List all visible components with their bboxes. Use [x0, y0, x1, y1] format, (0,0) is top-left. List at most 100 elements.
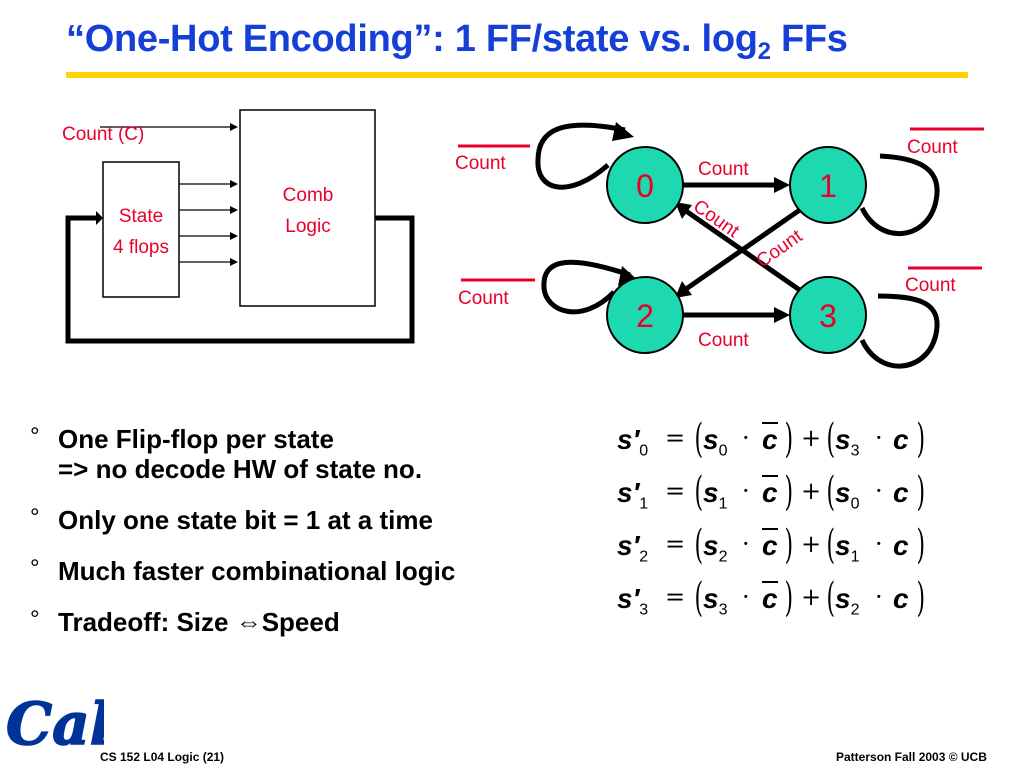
eq-term-a: s0 [703, 424, 728, 460]
self-loop-2 [541, 259, 631, 315]
eq-paren: ( [826, 522, 836, 568]
eq-plus: + [801, 424, 822, 452]
eq-lhs: s′0 [617, 424, 649, 460]
eq-paren: ( [826, 575, 836, 621]
flops-label: 4 flops [113, 237, 169, 258]
bullet-mark: ° [30, 555, 40, 582]
eq-c: c [762, 424, 778, 455]
eq-equals: = [665, 530, 686, 558]
feedback-arrowhead [96, 211, 103, 225]
bullet-text: One Flip-flop per state [58, 424, 334, 454]
state-2-circle [606, 276, 684, 354]
eq-dot: · [875, 583, 883, 611]
eq-c: c [893, 530, 909, 561]
feedback-path [65, 215, 415, 344]
eq-term-b: s3 [835, 424, 860, 460]
slide-title: “One-Hot Encoding”: 1 FF/state vs. log2 … [66, 18, 848, 65]
eq-term-a: s1 [703, 477, 728, 513]
eq-term-b: s1 [835, 530, 860, 566]
edge-3-0 [684, 208, 806, 296]
comb-label: Comb [283, 185, 334, 206]
eq-plus: + [801, 477, 822, 505]
eq-paren: ) [784, 522, 794, 568]
eq-paren: ) [916, 575, 926, 621]
eq-c: c [893, 583, 909, 614]
edge-3-0-arrowhead [675, 202, 692, 219]
label-edge-0-1: Count [698, 159, 749, 180]
eq-c: c [893, 424, 909, 455]
eq-not-bar [762, 422, 778, 424]
edge-2-3-arrowhead [774, 307, 790, 323]
eq-term-a: s2 [703, 530, 728, 566]
edge-1-2 [684, 204, 806, 292]
state-3-label: 3 [819, 298, 837, 334]
footer-course: CS 152 L04 Logic (21) [100, 750, 225, 764]
eq-not-bar [762, 475, 778, 477]
eq-paren: ( [694, 416, 704, 462]
eq-dot: · [875, 424, 883, 452]
eq-c: c [762, 477, 778, 508]
eq-c: c [893, 477, 909, 508]
eq-not-bar [762, 528, 778, 530]
bullet-item: ° Tradeoff: Size ⇔Speed [30, 606, 455, 637]
eq-term-b: s0 [835, 477, 860, 513]
eq-not-bar [762, 581, 778, 583]
label-self-3: Count [905, 275, 956, 296]
comb-logic-box [239, 109, 376, 307]
logic-label: Logic [285, 216, 330, 237]
eq-dot: · [742, 424, 750, 452]
edge-0-1-arrowhead [774, 177, 790, 193]
eq-equals: = [665, 424, 686, 452]
eq-c: c [762, 530, 778, 561]
eq-dot: · [875, 477, 883, 505]
label-self-1: Count [907, 137, 958, 158]
eq-plus: + [801, 583, 822, 611]
state-3-circle [789, 276, 867, 354]
eq-paren: ) [784, 575, 794, 621]
title-underline [66, 72, 968, 78]
bullet-item: °One Flip-flop per state=> no decode HW … [30, 423, 455, 484]
edge-1-2-arrowhead [675, 281, 692, 298]
loop-arrowhead-0 [612, 122, 634, 141]
state-2-label: 2 [636, 298, 654, 334]
count-input-label: Count (C) [62, 124, 144, 145]
eq-paren: ) [784, 416, 794, 462]
bullet-text: Much faster combinational logic [58, 556, 456, 586]
bullet-text: Only one state bit = 1 at a time [58, 505, 433, 535]
state-0-label: 0 [636, 168, 654, 204]
state-label: State [119, 206, 163, 227]
eq-plus: + [801, 530, 822, 558]
eq-lhs: s′3 [617, 583, 649, 619]
eq-dot: · [875, 530, 883, 558]
svg-text:Cal: Cal [6, 690, 104, 754]
eq-equals: = [665, 583, 686, 611]
bullet-item: ° Only one state bit = 1 at a time [30, 504, 455, 535]
eq-paren: ( [826, 469, 836, 515]
eq-paren: ) [916, 416, 926, 462]
label-self-0: Count [455, 153, 506, 174]
circuit-diagram: Count (C) State 4 flops Comb Logic [62, 109, 415, 344]
label-edge-2-3: Count [698, 330, 749, 351]
label-self-2: Count [458, 288, 509, 309]
footer-copyright: Patterson Fall 2003 © UCB [836, 750, 987, 764]
eq-lhs: s′1 [617, 477, 649, 513]
eq-paren: ( [694, 469, 704, 515]
bullet-mark: ° [30, 504, 40, 531]
eq-paren: ) [916, 522, 926, 568]
eq-equals: = [665, 477, 686, 505]
eq-lhs: s′2 [617, 530, 649, 566]
self-loop-3 [859, 293, 940, 369]
bullet-text: Tradeoff: Size ⇔Speed [58, 607, 340, 637]
eq-paren: ( [826, 416, 836, 462]
self-loop-1 [859, 153, 940, 236]
eq-paren: ) [916, 469, 926, 515]
label-edge-1-2: Count [753, 225, 807, 272]
diagrams: Count (C) State 4 flops Comb Logic 0 1 2… [62, 109, 984, 369]
eq-dot: · [742, 477, 750, 505]
bullet-mark: ° [30, 606, 40, 633]
bullet-item: ° Much faster combinational logic [30, 555, 456, 586]
eq-paren: ) [784, 469, 794, 515]
eq-term-b: s2 [835, 583, 860, 619]
state-0-circle [606, 146, 684, 224]
bullet-list: °One Flip-flop per state=> no decode HW … [30, 423, 456, 658]
